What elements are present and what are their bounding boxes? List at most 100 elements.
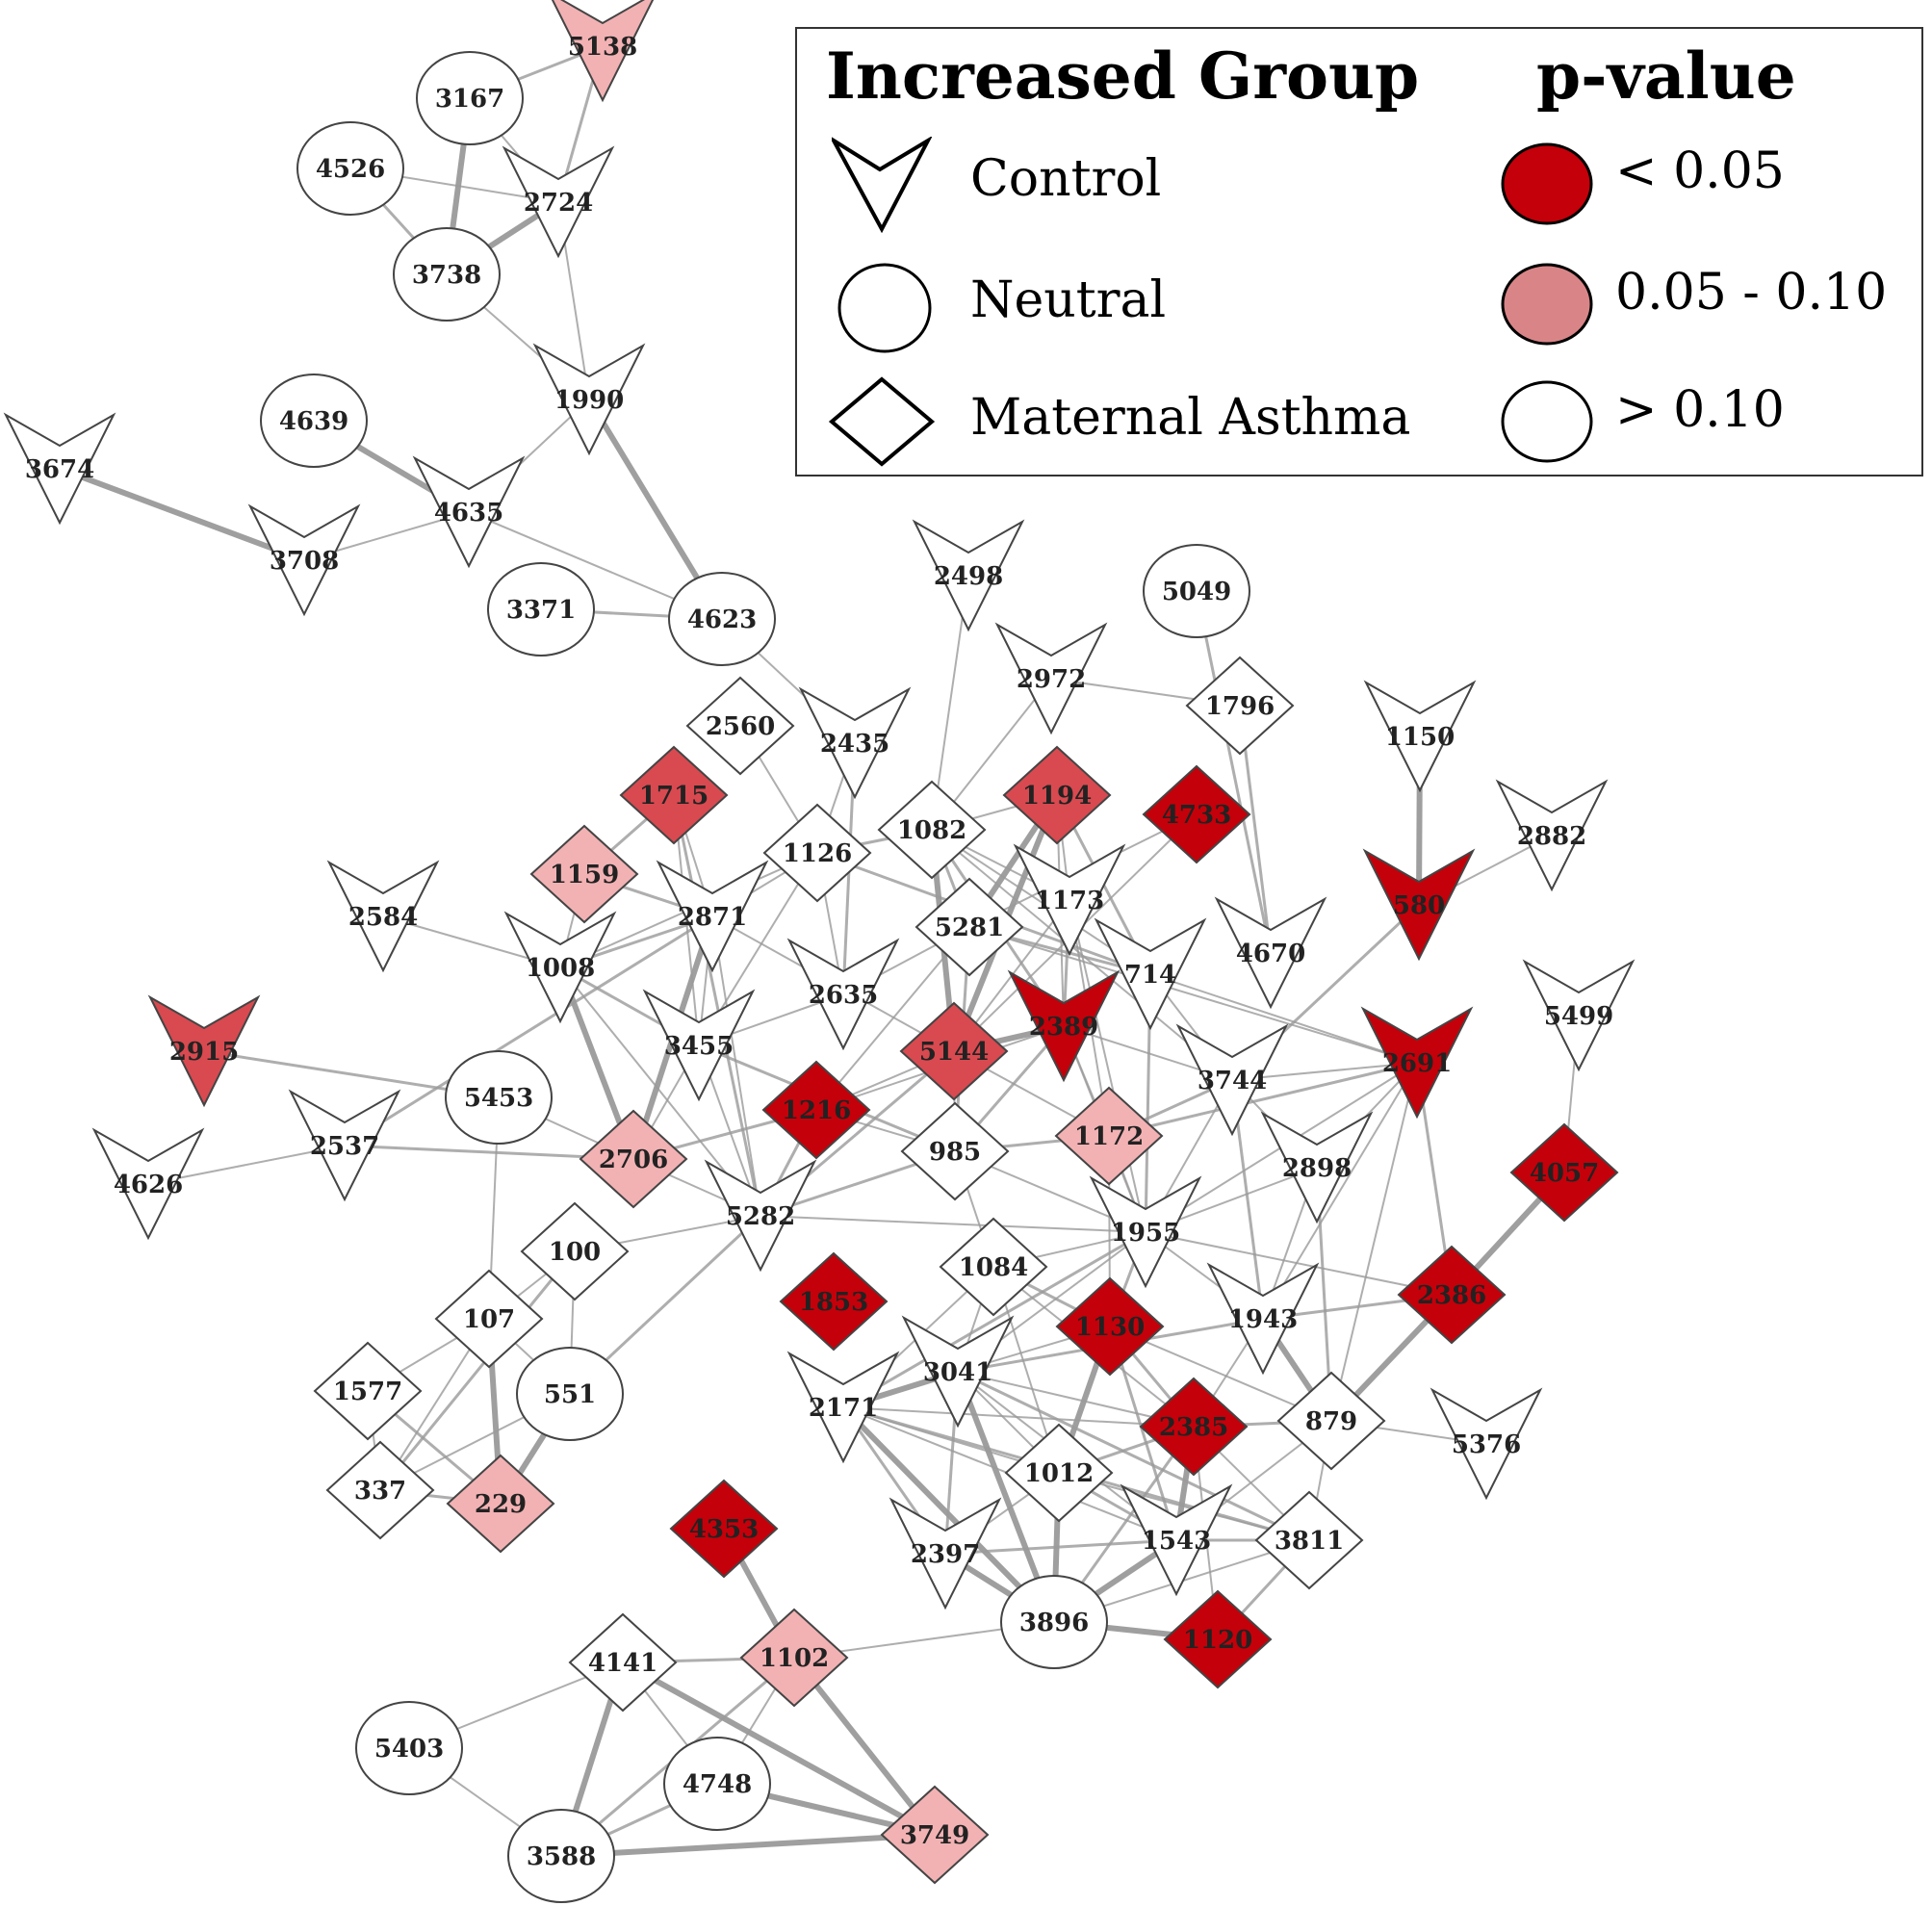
node-5282[interactable]: 5282 bbox=[704, 1159, 817, 1273]
node-5403-shape bbox=[355, 1701, 463, 1795]
node-229[interactable]: 229 bbox=[446, 1454, 555, 1554]
node-4748[interactable]: 4748 bbox=[663, 1737, 771, 1831]
node-5403[interactable]: 5403 bbox=[355, 1701, 463, 1795]
node-580[interactable]: 580 bbox=[1362, 848, 1476, 962]
node-4635-label: 4635 bbox=[434, 499, 503, 528]
node-2972[interactable]: 2972 bbox=[994, 622, 1108, 735]
node-1577[interactable]: 1577 bbox=[313, 1341, 423, 1441]
node-5049[interactable]: 5049 bbox=[1143, 544, 1250, 638]
node-3738[interactable]: 3738 bbox=[393, 227, 501, 322]
node-2397[interactable]: 2397 bbox=[889, 1497, 1002, 1610]
node-4626[interactable]: 4626 bbox=[91, 1127, 205, 1241]
node-2882[interactable]: 2882 bbox=[1495, 779, 1609, 892]
legend-pvalue-nonsignificant-label: > 0.10 bbox=[1615, 381, 1785, 439]
node-4057-label: 4057 bbox=[1530, 1159, 1599, 1188]
node-5138[interactable]: 5138 bbox=[549, 0, 657, 103]
node-2560[interactable]: 2560 bbox=[685, 676, 795, 776]
node-3371[interactable]: 3371 bbox=[487, 562, 595, 657]
node-1008-label: 1008 bbox=[526, 954, 595, 983]
node-1796[interactable]: 1796 bbox=[1185, 656, 1295, 756]
node-1008[interactable]: 1008 bbox=[503, 911, 617, 1024]
node-3744[interactable]: 3744 bbox=[1175, 1023, 1289, 1137]
node-3896[interactable]: 3896 bbox=[1000, 1575, 1108, 1669]
node-3588[interactable]: 3588 bbox=[507, 1809, 615, 1903]
node-1126[interactable]: 1126 bbox=[762, 803, 872, 903]
node-2537[interactable]: 2537 bbox=[288, 1089, 401, 1202]
edge-100-337 bbox=[378, 1250, 577, 1491]
node-2706[interactable]: 2706 bbox=[579, 1109, 688, 1209]
edge-1955-2171 bbox=[842, 1230, 1146, 1409]
node-3167[interactable]: 3167 bbox=[416, 51, 524, 145]
node-1543[interactable]: 1543 bbox=[1120, 1483, 1233, 1597]
node-1084[interactable]: 1084 bbox=[939, 1217, 1048, 1317]
node-1194[interactable]: 1194 bbox=[1002, 745, 1112, 845]
node-5144[interactable]: 5144 bbox=[899, 1001, 1009, 1101]
node-5138-label: 5138 bbox=[568, 33, 637, 62]
node-1150[interactable]: 1150 bbox=[1363, 680, 1477, 793]
node-4353[interactable]: 4353 bbox=[669, 1479, 779, 1579]
node-2871[interactable]: 2871 bbox=[656, 860, 769, 973]
node-2389[interactable]: 2389 bbox=[1007, 969, 1121, 1083]
node-2498-label: 2498 bbox=[934, 562, 1003, 591]
node-1853[interactable]: 1853 bbox=[779, 1251, 889, 1352]
node-1173[interactable]: 1173 bbox=[1013, 843, 1126, 957]
node-1943[interactable]: 1943 bbox=[1206, 1262, 1320, 1376]
node-985[interactable]: 985 bbox=[900, 1101, 1010, 1201]
node-4526[interactable]: 4526 bbox=[296, 121, 404, 216]
node-4635[interactable]: 4635 bbox=[412, 455, 526, 569]
node-4623[interactable]: 4623 bbox=[668, 572, 776, 666]
node-2171[interactable]: 2171 bbox=[786, 1351, 900, 1464]
node-2498[interactable]: 2498 bbox=[912, 519, 1025, 632]
node-5281-label: 5281 bbox=[935, 914, 1004, 942]
node-4733-label: 4733 bbox=[1162, 801, 1231, 830]
node-1990[interactable]: 1990 bbox=[532, 343, 646, 456]
node-1715[interactable]: 1715 bbox=[619, 745, 729, 845]
edge-4141-3749 bbox=[621, 1660, 937, 1838]
edge-2691-879 bbox=[1330, 1062, 1418, 1422]
node-2898[interactable]: 2898 bbox=[1260, 1111, 1374, 1224]
node-3455[interactable]: 3455 bbox=[642, 989, 756, 1102]
node-4141-shape bbox=[568, 1612, 678, 1713]
node-337[interactable]: 337 bbox=[325, 1440, 435, 1540]
node-1172[interactable]: 1172 bbox=[1054, 1086, 1164, 1186]
node-4141[interactable]: 4141 bbox=[568, 1612, 678, 1713]
node-4057[interactable]: 4057 bbox=[1509, 1122, 1619, 1223]
node-1102[interactable]: 1102 bbox=[739, 1608, 849, 1708]
node-2882-label: 2882 bbox=[1517, 822, 1586, 851]
node-1130[interactable]: 1130 bbox=[1055, 1276, 1165, 1377]
node-2385[interactable]: 2385 bbox=[1139, 1377, 1249, 1477]
node-2724[interactable]: 2724 bbox=[502, 145, 615, 259]
node-714[interactable]: 714 bbox=[1094, 917, 1207, 1031]
node-4670[interactable]: 4670 bbox=[1214, 896, 1327, 1010]
node-1955[interactable]: 1955 bbox=[1089, 1175, 1202, 1289]
node-3041[interactable]: 3041 bbox=[901, 1315, 1015, 1429]
node-3708[interactable]: 3708 bbox=[247, 503, 361, 617]
node-1082[interactable]: 1082 bbox=[877, 780, 987, 880]
node-5281[interactable]: 5281 bbox=[914, 877, 1024, 977]
node-5453-label: 5453 bbox=[464, 1084, 533, 1113]
node-2635[interactable]: 2635 bbox=[786, 938, 900, 1051]
node-1216[interactable]: 1216 bbox=[761, 1060, 871, 1160]
node-2386[interactable]: 2386 bbox=[1397, 1245, 1507, 1345]
node-2435[interactable]: 2435 bbox=[798, 686, 912, 800]
node-2915[interactable]: 2915 bbox=[147, 994, 261, 1108]
node-551[interactable]: 551 bbox=[516, 1347, 624, 1441]
node-2691[interactable]: 2691 bbox=[1360, 1006, 1474, 1120]
node-4639[interactable]: 4639 bbox=[260, 373, 368, 468]
node-1012[interactable]: 1012 bbox=[1004, 1423, 1114, 1523]
node-100[interactable]: 100 bbox=[520, 1201, 630, 1301]
node-4733[interactable]: 4733 bbox=[1142, 764, 1251, 864]
node-5499[interactable]: 5499 bbox=[1522, 959, 1636, 1072]
node-3811[interactable]: 3811 bbox=[1254, 1490, 1364, 1590]
node-2584[interactable]: 2584 bbox=[326, 860, 440, 973]
edge-2691-1943 bbox=[1262, 1062, 1418, 1320]
node-3749[interactable]: 3749 bbox=[880, 1785, 990, 1885]
node-5376[interactable]: 5376 bbox=[1430, 1387, 1543, 1501]
node-229-label: 229 bbox=[475, 1490, 527, 1519]
node-1159[interactable]: 1159 bbox=[529, 824, 639, 924]
node-1120[interactable]: 1120 bbox=[1163, 1589, 1273, 1689]
node-5453[interactable]: 5453 bbox=[445, 1050, 553, 1145]
node-879[interactable]: 879 bbox=[1276, 1371, 1386, 1471]
node-3674[interactable]: 3674 bbox=[3, 412, 116, 526]
node-107[interactable]: 107 bbox=[434, 1269, 544, 1369]
